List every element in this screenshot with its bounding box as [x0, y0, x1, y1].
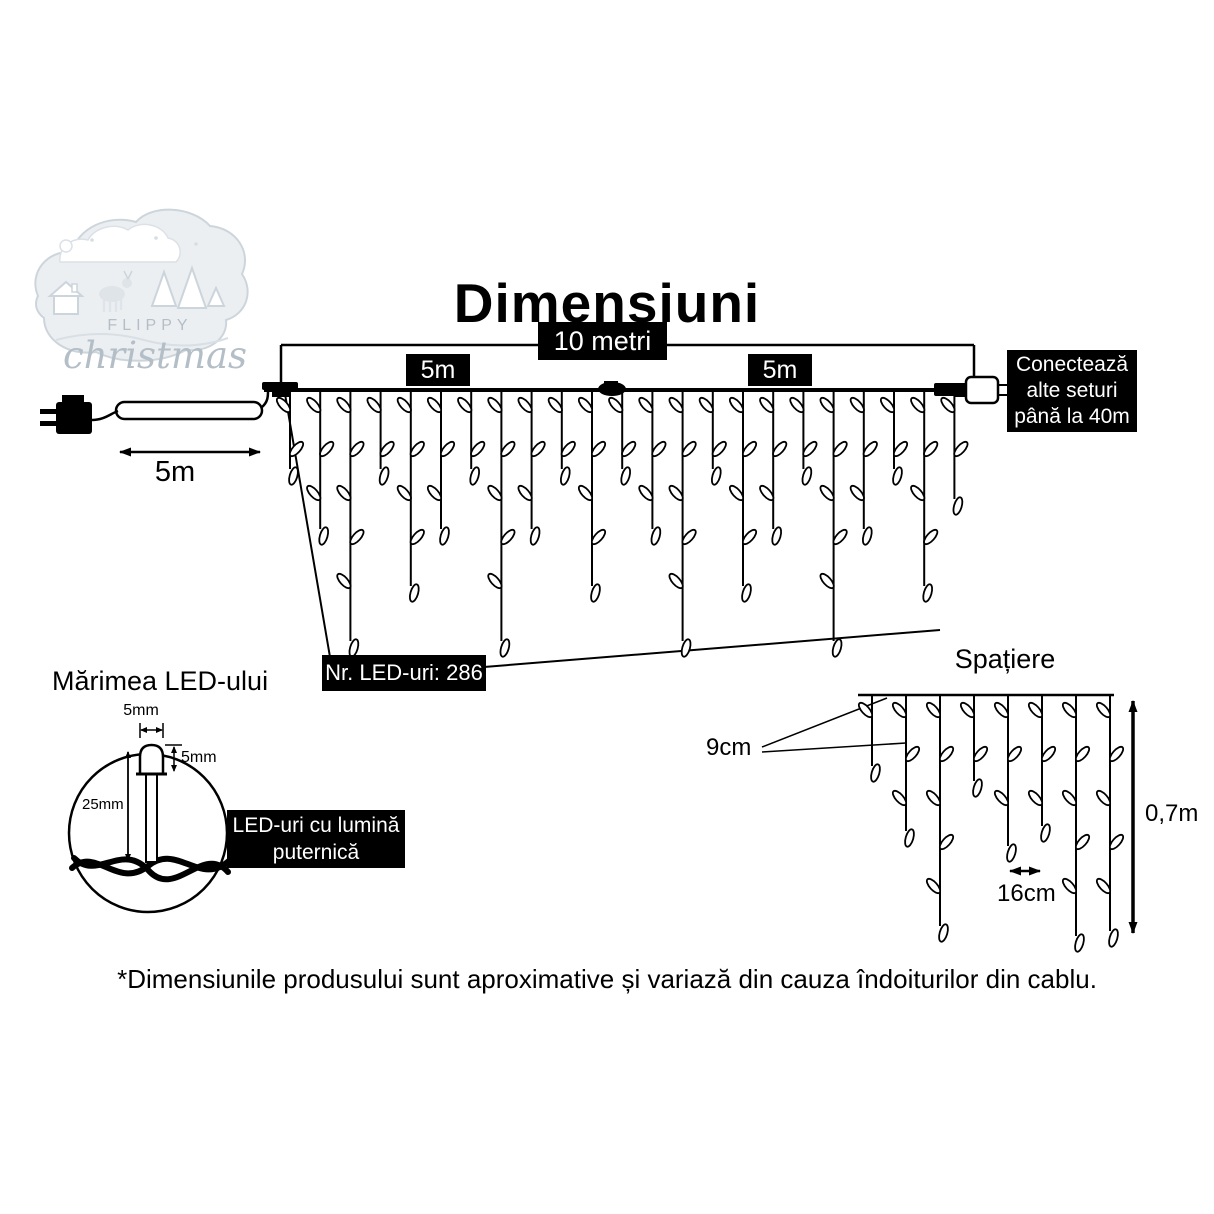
- icicle-curtain: [275, 391, 969, 658]
- end-plug: [954, 375, 1008, 405]
- left-half-badge: 5m: [406, 354, 470, 386]
- snow-hill: [55, 333, 229, 347]
- connect-info-badge: Conectează alte seturi până la 40m: [1007, 350, 1137, 432]
- star-icon: [154, 236, 158, 240]
- lead-to-connector: [261, 390, 270, 408]
- led-size-title: Mărimea LED-ului: [52, 666, 269, 696]
- disclaimer: *Dimensiunile produsului sunt aproximati…: [117, 964, 1097, 994]
- logo-name-script: christmas: [63, 334, 247, 377]
- led-count-badge: Nr. LED-uri: 286: [322, 655, 486, 691]
- twisted-wire-2: [71, 855, 231, 883]
- drop-height-label: 0,7m: [1145, 800, 1199, 827]
- connect-line-3: până la 40m: [1014, 405, 1130, 428]
- moon-icon: [59, 239, 73, 253]
- led-bulb: [138, 743, 165, 776]
- logo-inner-cloud: [59, 223, 181, 263]
- led-width-label: 5mm: [123, 702, 159, 719]
- logo-name-top: FLIPPY: [107, 317, 192, 334]
- middle-connector-top: [604, 381, 618, 388]
- spacing-title: Spațiere: [954, 644, 1056, 674]
- start-connector-lower: [272, 389, 290, 397]
- led-bright-badge: LED-uri cu lumină puternică: [227, 810, 405, 868]
- leader-led-count-left: [284, 393, 331, 658]
- right-half-badge: 5m: [748, 354, 812, 386]
- lead-coil: [114, 400, 264, 421]
- led-bright-line-1: LED-uri cu lumină: [232, 814, 400, 837]
- connect-line-1: Conectează: [1015, 353, 1129, 376]
- led-total-height-label: 25mm: [82, 796, 124, 813]
- led-height-label: 5mm: [181, 749, 217, 766]
- leader-9cm-2: [761, 742, 907, 753]
- trees-icon: [150, 264, 226, 309]
- connect-line-2: alte seturi: [1026, 379, 1118, 402]
- deer-icon: [99, 270, 133, 312]
- power-plug-icon: [40, 395, 92, 434]
- star-icon: [90, 238, 94, 242]
- end-connector: [934, 383, 956, 396]
- house-icon: [47, 280, 85, 315]
- leader-9cm-1: [761, 697, 888, 748]
- led-detail: [67, 723, 233, 914]
- lead-cord: [91, 409, 119, 422]
- spacing-16cm-label: 16cm: [997, 880, 1056, 907]
- flippy-christmas-logo: FLIPPY christmas: [34, 208, 249, 377]
- total-length-badge: 10 metri: [538, 322, 667, 360]
- start-connector: [262, 382, 298, 390]
- led-bright-line-2: puternică: [272, 841, 360, 864]
- spacing-curtain: [857, 696, 1125, 953]
- leader-led-count-right: [483, 629, 941, 668]
- star-icon: [194, 242, 198, 246]
- lead-length-label: 5m: [154, 456, 196, 488]
- spacing-9cm-label: 9cm: [706, 734, 752, 761]
- led-stem: [145, 773, 158, 863]
